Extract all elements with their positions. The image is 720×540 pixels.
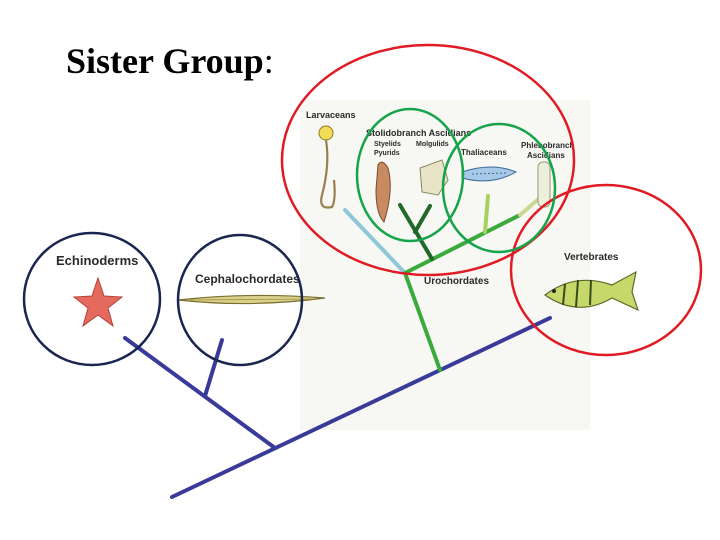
lancelet-illustration <box>177 294 326 305</box>
urochordate-circle <box>280 43 576 277</box>
echinoderm-circle <box>22 231 162 367</box>
perch-illustration <box>543 270 640 312</box>
figure-background <box>300 100 590 430</box>
label-thaliaceans: Thaliaceans <box>461 148 507 157</box>
label-larvaceans: Larvaceans <box>306 110 356 120</box>
stolidobranch-circle <box>355 107 465 243</box>
molgulid-branch <box>413 204 432 234</box>
cephalochordate-branch <box>203 338 224 398</box>
echinoderm-branch <box>123 336 277 450</box>
label-pyurids: Pyurids <box>374 150 400 157</box>
larvacean-illustration <box>318 125 336 209</box>
label-vertebrates: Vertebrates <box>564 252 619 263</box>
thaliacean-circle <box>441 122 557 254</box>
label-cephalochordates: Cephalochordates <box>195 272 300 286</box>
vertebrate-circle <box>509 183 703 357</box>
label-styelids: Styelids <box>374 141 401 148</box>
label-molgulids: Molgulids <box>416 141 449 148</box>
urochordate-branch <box>403 271 442 372</box>
starfish-illustration <box>72 276 124 328</box>
label-phlebobranch: Phlebobranch <box>521 141 574 150</box>
slide-title-text: Sister Group <box>66 41 264 81</box>
taxon-labels: Larvaceans Stolidobranch Ascidians Styel… <box>56 110 619 287</box>
thaliacean-branch <box>483 194 490 234</box>
larvacean-branch <box>343 208 407 275</box>
main-branch <box>170 316 552 499</box>
cephalochordate-circle <box>176 233 304 367</box>
slide-title: Sister Group: <box>66 40 274 82</box>
label-echinoderms: Echinoderms <box>56 253 138 268</box>
slide-title-colon: : <box>263 41 274 81</box>
group-circles <box>22 43 703 367</box>
tunicate-branch <box>403 213 522 275</box>
tree-branches <box>123 194 552 499</box>
label-urochordates: Urochordates <box>424 276 489 287</box>
label-stolidobranch: Stolidobranch Ascidians <box>366 128 471 138</box>
